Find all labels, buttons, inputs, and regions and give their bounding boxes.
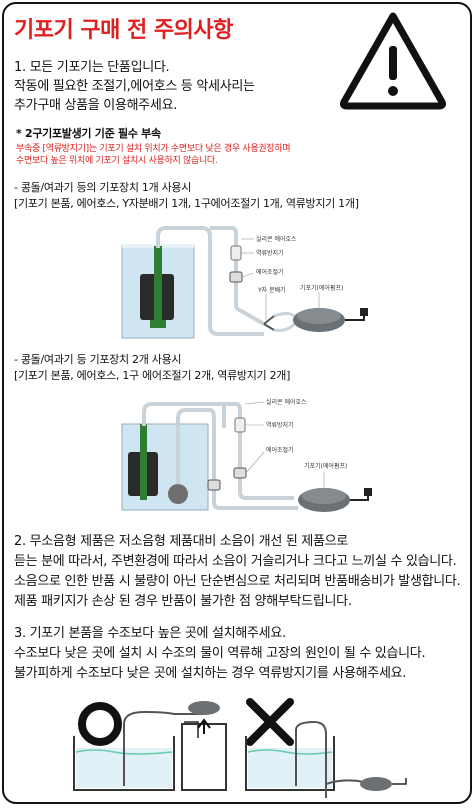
sec1-heading: 1. 모든 기포기는 단품입니다. <box>14 60 170 75</box>
sec2-line: 제품 패키지가 손상 된 경우 반품이 불가한 점 양해부탁드립니다. <box>14 594 352 609</box>
setup2-diagram: 실리콘 에어호스 역류방지기 에어조절기 기포기(에어펌프) <box>121 398 372 512</box>
setup1-diagram: 실리콘 에어호스 역류방지기 에어조절기 Y자 분배기 기포기(에어펌프) <box>121 226 368 339</box>
sponge-filter-icon <box>128 452 142 496</box>
label-check-valve: 역류방지기 <box>256 249 284 257</box>
sec3-line: 불가피하게 수조보다 낮은 곳에 설치하는 경우 역류방지기를 사용해주세요. <box>14 666 407 681</box>
y-splitter-icon <box>263 315 275 331</box>
sec1-line: 추가구매 상품을 이용해주세요. <box>14 98 178 113</box>
label-pump: 기포기(에어펌프) <box>304 462 347 470</box>
label-hose: 실리콘 에어호스 <box>256 235 297 243</box>
air-pump-icon <box>360 777 392 791</box>
up-arrow-icon <box>197 718 211 734</box>
note-heading: * 2구기포발생기 기준 필수 부속 <box>16 127 161 140</box>
regulator-icon <box>229 271 243 283</box>
wrong-x-icon <box>246 698 294 746</box>
label-hose: 실리콘 에어호스 <box>266 398 307 406</box>
sec2-line: 소음으로 인한 반품 시 불량이 아닌 단순변심으로 처리되며 반품배송비가 발… <box>14 574 461 589</box>
correct-o-icon <box>78 702 122 746</box>
regulator-icon <box>233 467 247 479</box>
setup1-items: [기포기 본품, 에어호스, Y자분배기 1개, 1구에어조절기 1개, 역류방… <box>14 197 359 210</box>
setup2-items: [기포기 본품, 에어호스, 1구 에어조절기 2개, 역류방지기 2개] <box>14 369 291 382</box>
setup2-line: - 콩돌/여과기 등 기포장치 2개 사용시 <box>14 353 182 366</box>
air-stone-icon <box>168 484 188 504</box>
sec3-line: 3. 기포기 본품을 수조보다 높은 곳에 설치해주세요. <box>14 626 286 641</box>
sec3-line: 수조보다 낮은 곳에 설치 시 수조의 물이 역류해 고장의 원인이 될 수 있… <box>14 646 426 661</box>
label-regulator: 에어조절기 <box>256 268 284 276</box>
setup1-line: - 콩돌/여과기 등의 기포장치 1개 사용시 <box>14 181 192 194</box>
label-check-valve: 역류방지기 <box>266 421 294 429</box>
sec1-line: 작동에 필요한 조절기,에어호스 등 악세사리는 <box>14 79 255 94</box>
sec2-line: 2. 무소음형 제품은 저소음형 제품대비 소음이 개선 된 제품으로 <box>14 534 348 549</box>
check-valve-icon <box>230 245 242 261</box>
label-pump: 기포기(에어펌프) <box>300 284 343 292</box>
check-valve-icon <box>234 417 246 433</box>
note-red-line: 수면보다 높은 위치에 기포기 설치시 사용하지 않습니다. <box>16 156 218 166</box>
sponge-filter-icon <box>140 274 156 320</box>
label-y-splitter: Y자 분배기 <box>257 286 286 294</box>
air-pump-icon <box>188 701 220 715</box>
page-title: 기포기 구매 전 주의사항 <box>14 18 233 43</box>
regulator-icon <box>207 479 221 491</box>
label-regulator: 에어조절기 <box>266 446 294 454</box>
warning-triangle-icon <box>339 12 447 110</box>
placement-diagram <box>73 698 407 798</box>
sec2-line: 듣는 분에 따라서, 주변환경에 따라서 소음이 거슬리거나 크다고 느끼실 수… <box>14 554 457 569</box>
note-red-line: 부속중 [역류방지기]는 기포기 설치 위치가 수면보다 낮은 경우 사용권장하… <box>16 144 291 154</box>
